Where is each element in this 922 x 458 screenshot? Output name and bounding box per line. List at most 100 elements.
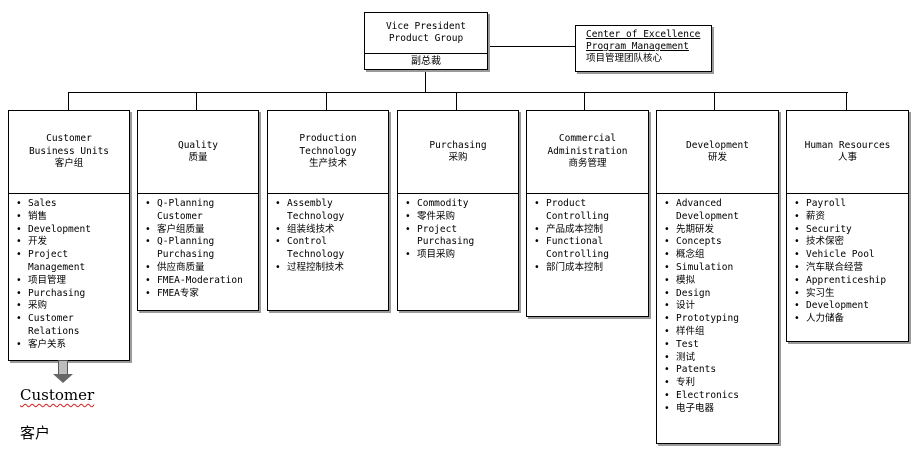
vp-down-connector [425,70,426,93]
dept-item: Project Management [16,249,123,275]
vp-title-line2: Product Group [388,33,464,44]
dept-item: Functional Controlling [534,236,642,262]
dept-item: Advanced Development [664,198,772,224]
vp-box: Vice President Product Group 副总裁 [364,12,488,70]
dept-item: Customer Relations [16,313,123,339]
dept-item: Control Technology [275,236,382,262]
dept-item: Development [16,224,123,237]
dept-item: Q-Planning Customer [145,198,252,224]
dept-item-list: Advanced Development先期研发Concepts概念组Simul… [657,194,778,418]
drop-development [714,92,715,111]
dept-item: Electronics [664,390,772,403]
dept-item: 销售 [16,211,123,224]
top-bus-line [68,92,848,93]
dept-item: Development [794,300,902,313]
dept-item: 测试 [664,352,772,365]
dept-item: 部门成本控制 [534,262,642,275]
dept-item: 组装线技术 [275,224,382,237]
dept-header-line: Technology [299,145,357,157]
dept-box-hr: Human Resources人事Payroll薪资Security技术保密Ve… [786,110,909,342]
coe-line3: 项目管理团队核心 [586,53,663,64]
dept-header-line: 研发 [707,152,727,163]
dept-header-line: 采购 [448,152,468,163]
dept-item: 模拟 [664,275,772,288]
dept-item: 客户组质量 [145,224,252,237]
dept-item: Design [664,288,772,301]
coe-box: Center of Excellence Program Management … [575,25,712,72]
dept-header-line: Development [686,139,749,151]
dept-header-line: 人事 [837,152,857,163]
dept-item: Vehicle Pool [794,249,902,262]
dept-header-line: 商务管理 [568,158,607,170]
dept-item: 过程控制技术 [275,262,382,275]
dept-item-list: Payroll薪资Security技术保密Vehicle Pool汽车联合经营A… [787,194,908,328]
dept-header-line: Customer [46,133,92,145]
drop-production [326,92,327,111]
dept-header-line: Purchasing [429,139,487,151]
dept-item: 汽车联合经营 [794,262,902,275]
dept-item: FMEA-Moderation [145,275,252,288]
dept-item: Patents [664,364,772,377]
dept-header-line: Quality [177,139,219,151]
coe-line1: Center of Excellence [586,29,701,40]
dept-item: 电子电器 [664,403,772,416]
dept-header-line: 客户组 [54,158,84,170]
coe-connector [487,46,575,47]
dept-item: FMEA专家 [145,288,252,301]
drop-customer [68,92,69,111]
dept-item: 薪资 [794,211,902,224]
dept-item-list: Commodity零件采购Project Purchasing项目采购 [398,194,518,264]
dept-item: Q-Planning Purchasing [145,236,252,262]
dept-item: 开发 [16,236,123,249]
dept-item: Simulation [664,262,772,275]
dept-item: Assembly Technology [275,198,382,224]
dept-item: 零件采购 [405,211,512,224]
dept-item: 项目管理 [16,275,123,288]
dept-item: Payroll [794,198,902,211]
dept-item: Apprenticeship [794,275,902,288]
dept-item: Test [664,339,772,352]
dept-item-list: Product Controlling产品成本控制Functional Cont… [527,194,648,277]
dept-item: 实习生 [794,288,902,301]
dept-header-line: Human Resources [804,139,891,151]
dept-item: 项目采购 [405,249,512,262]
vp-subtitle: 副总裁 [411,56,441,67]
dept-header-line: Commercial [558,133,617,145]
dept-header-line: 生产技术 [308,158,347,170]
dept-item: 专利 [664,377,772,390]
down-arrow-shaft [58,360,68,374]
dept-item: 技术保密 [794,236,902,249]
dept-box-development: Development研发Advanced Development先期研发Con… [656,110,779,444]
dept-item: 概念组 [664,249,772,262]
down-arrow-icon [53,374,73,383]
dept-item: 采购 [16,300,123,313]
dept-item: Project Purchasing [405,224,512,250]
drop-purchasing [456,92,457,111]
dept-item: Commodity [405,198,512,211]
customer-label-zh: 客户 [20,424,51,442]
vp-title: Vice President Product Group [365,13,487,54]
dept-item: 供应商质量 [145,262,252,275]
dept-box-purchasing: Purchasing采购Commodity零件采购Project Purchas… [397,110,519,311]
dept-box-commercial: CommercialAdministration商务管理Product Cont… [526,110,649,317]
coe-line2: Program Management [586,41,689,52]
dept-item: Purchasing [16,288,123,301]
dept-item: Prototyping [664,313,772,326]
drop-quality [196,92,197,111]
dept-header-line: 质量 [188,152,208,163]
dept-item: 客户关系 [16,339,123,352]
dept-item: Sales [16,198,123,211]
dept-item: 人力储备 [794,313,902,326]
dept-item: Concepts [664,236,772,249]
dept-item: 产品成本控制 [534,224,642,237]
dept-item-list: Sales销售Development开发Project Management项目… [9,194,129,354]
